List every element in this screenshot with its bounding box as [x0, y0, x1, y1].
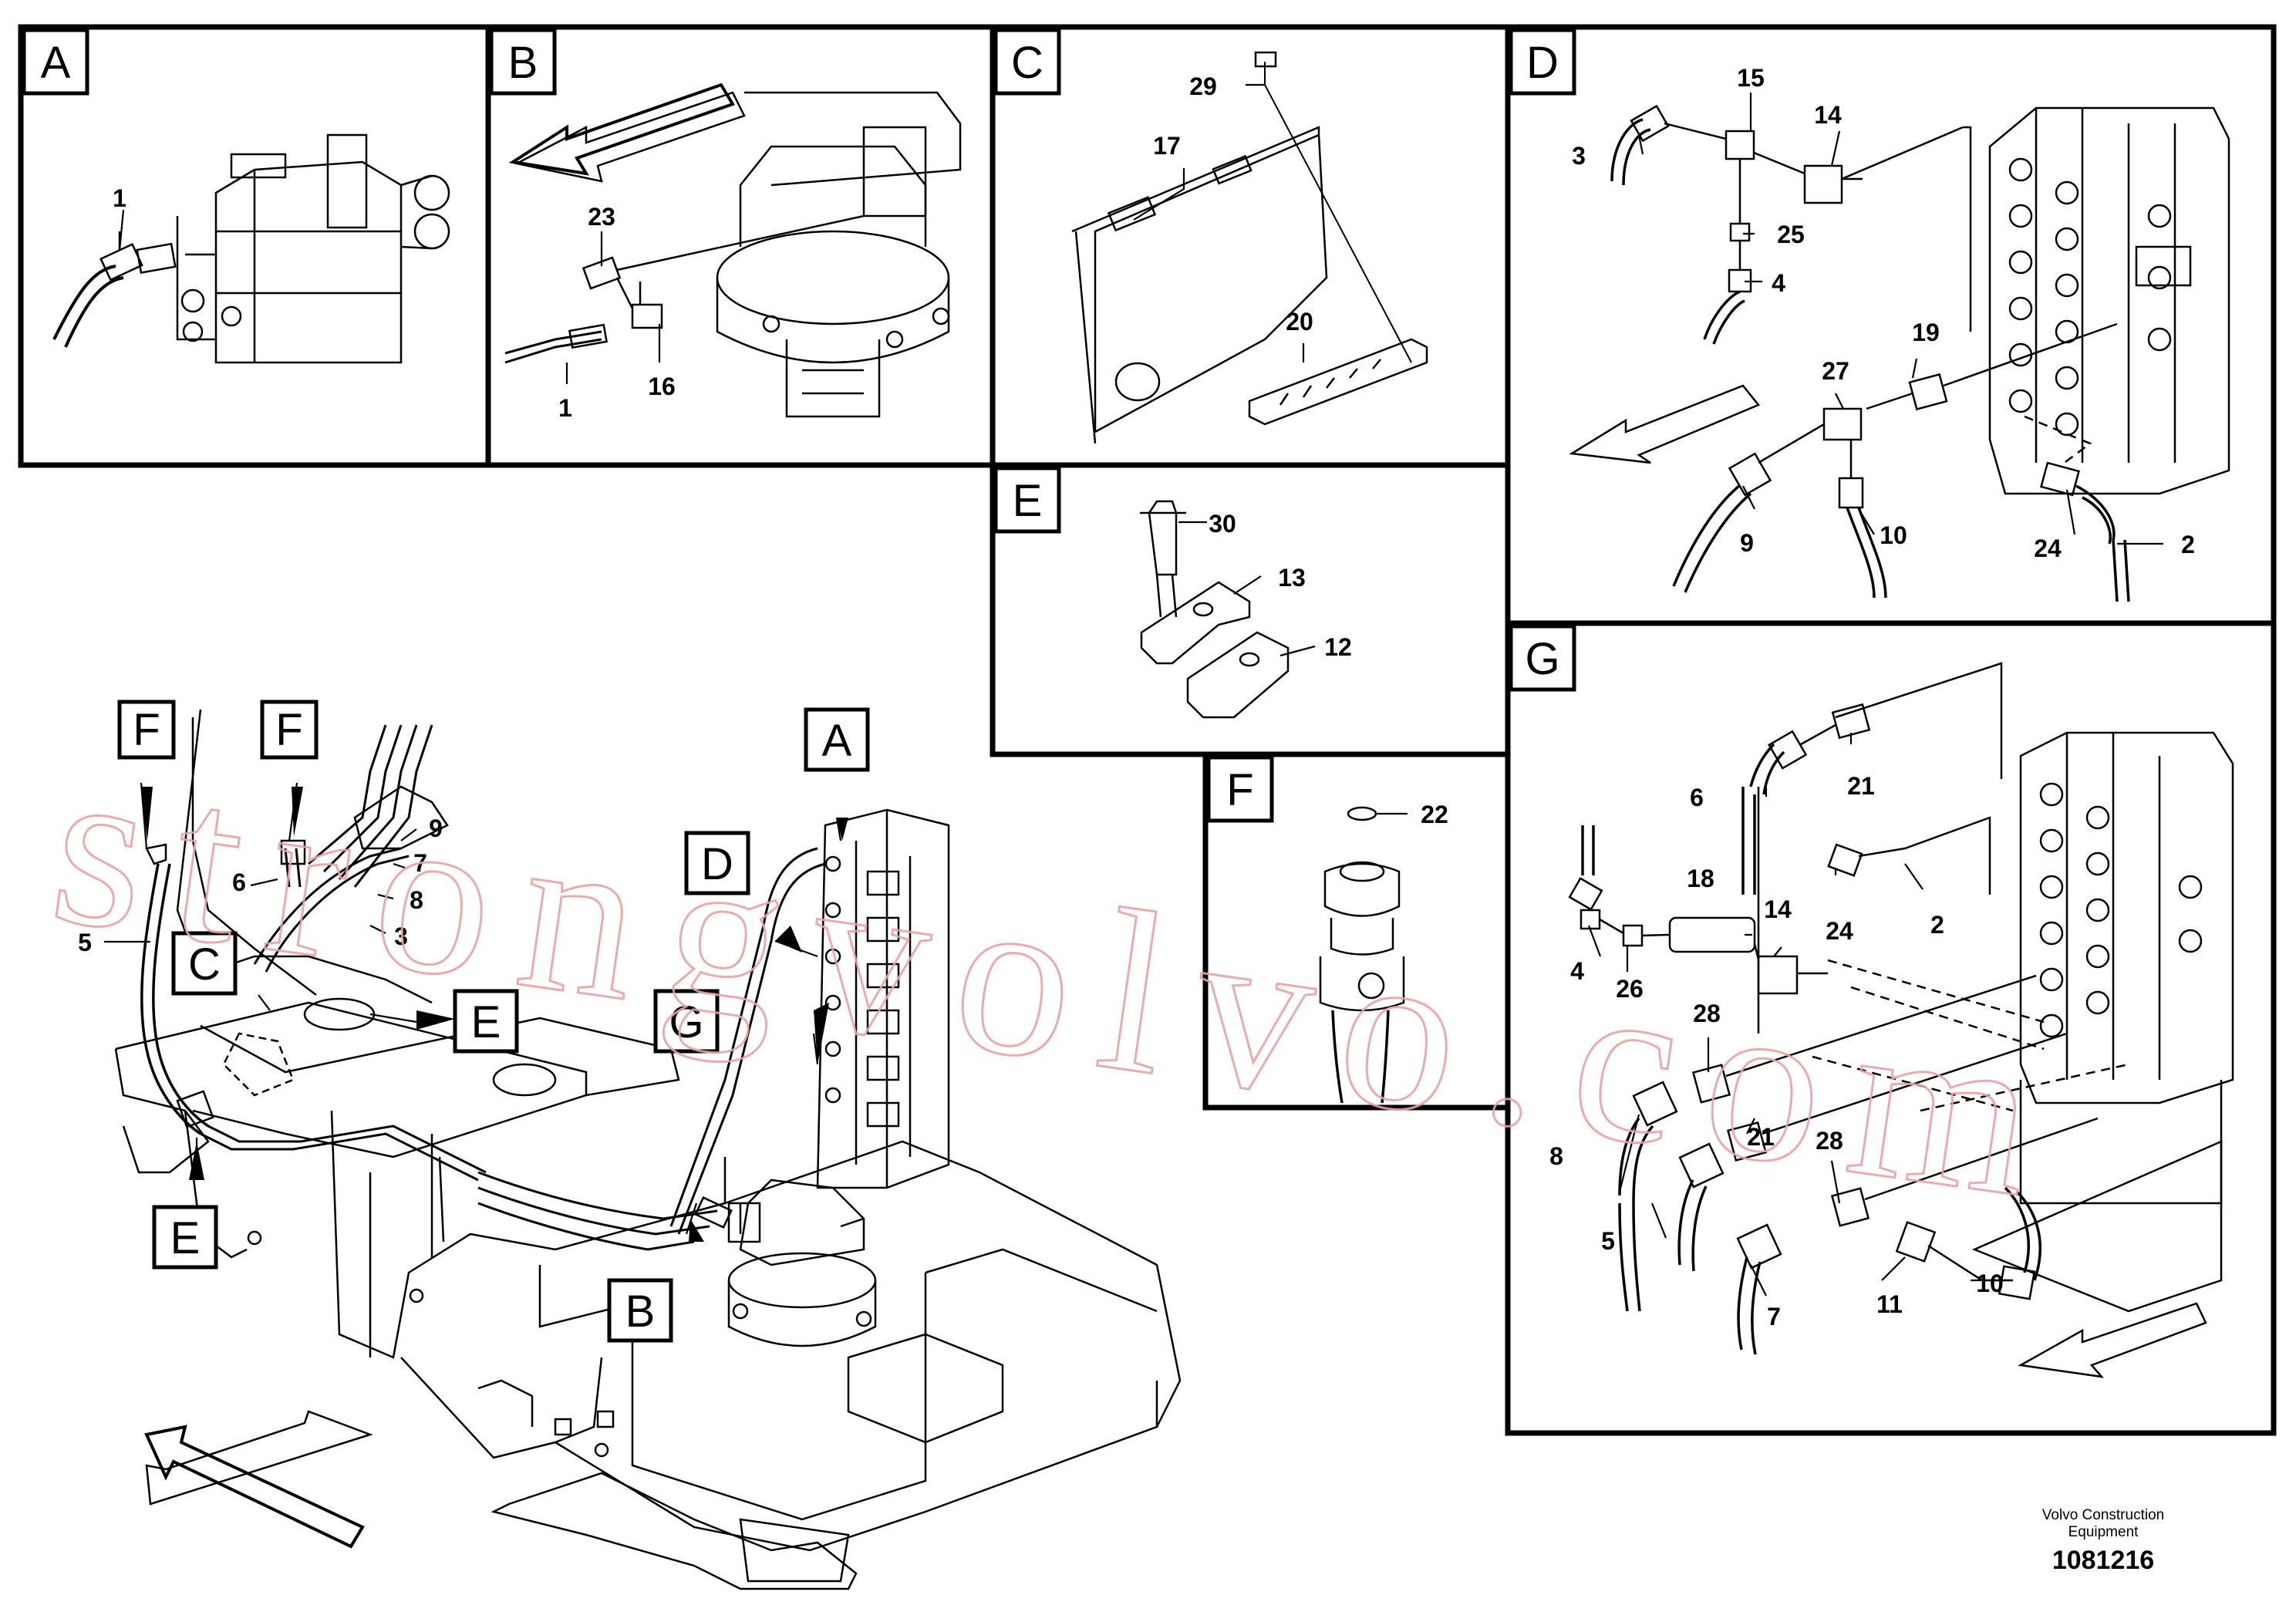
svg-text:A: A — [41, 38, 71, 88]
label-c-20: 20 — [1286, 308, 1313, 336]
main-callout-b: B — [607, 1278, 673, 1343]
svg-text:G: G — [669, 997, 703, 1047]
main-callout-e-right: E — [453, 989, 519, 1054]
drawing-number: 1081216 — [2052, 1546, 2155, 1575]
panel-b-motor-drawing — [504, 91, 962, 418]
svg-text:F: F — [133, 705, 160, 755]
label-d-27: 27 — [1822, 357, 1849, 385]
panel-a-letter: A — [22, 28, 89, 96]
company-name-line1: Volvo Construction — [2041, 1507, 2165, 1523]
label-g-5: 5 — [1601, 1227, 1615, 1255]
label-d-25: 25 — [1777, 221, 1805, 248]
panel-e-clamp-drawing — [1140, 500, 1290, 719]
panel-f-fitting-drawing — [1319, 806, 1405, 1104]
label-g-18: 18 — [1687, 865, 1714, 892]
label-c-17: 17 — [1153, 132, 1181, 160]
svg-text:G: G — [1525, 634, 1559, 684]
panel-b-direction-arrow — [508, 83, 735, 176]
company-name-line2: Equipment — [2068, 1524, 2139, 1540]
label-g-26: 26 — [1616, 975, 1644, 1003]
label-g-10: 10 — [1976, 1270, 2004, 1297]
svg-text:D: D — [701, 839, 733, 889]
svg-text:C: C — [188, 939, 221, 990]
label-b-16: 16 — [648, 373, 676, 400]
label-g-28-top: 28 — [1693, 1000, 1721, 1027]
main-direction-arrow — [144, 1425, 365, 1549]
label-g-7: 7 — [1767, 1303, 1781, 1330]
label-e-30: 30 — [1209, 510, 1236, 538]
label-main-3: 3 — [394, 922, 408, 950]
main-callout-f-left: F — [117, 700, 176, 760]
panel-g-frame — [1505, 620, 2277, 1436]
panel-c-frame — [990, 24, 1511, 468]
main-machine-drawing — [114, 709, 1182, 1590]
main-callout-d: D — [684, 831, 750, 895]
svg-text:E: E — [1013, 476, 1043, 526]
panel-a-valve-drawing — [52, 133, 450, 364]
label-a-1: 1 — [113, 184, 126, 212]
label-main-7: 7 — [413, 849, 427, 877]
label-b-1: 1 — [558, 394, 572, 422]
main-callout-g: G — [653, 989, 720, 1054]
panel-b-letter: B — [489, 28, 557, 96]
panel-f-letter: F — [1206, 755, 1274, 823]
panel-g-valve-drawing — [1568, 662, 2234, 1378]
label-g-21-mid: 21 — [1747, 1123, 1775, 1151]
main-callout-c: C — [171, 931, 238, 996]
label-d-15: 15 — [1737, 64, 1765, 92]
svg-text:C: C — [1011, 38, 1043, 88]
label-e-12: 12 — [1324, 633, 1352, 661]
label-g-2: 2 — [1930, 911, 1944, 939]
label-main-5: 5 — [78, 929, 92, 956]
panel-g-letter: G — [1509, 624, 1576, 692]
panel-d-valve-drawing — [1569, 104, 2230, 602]
label-c-29: 29 — [1189, 73, 1217, 100]
svg-text:A: A — [822, 716, 852, 766]
label-main-6: 6 — [232, 868, 246, 896]
svg-text:B: B — [625, 1286, 656, 1337]
label-g-24: 24 — [1826, 917, 1853, 945]
label-g-6: 6 — [1690, 784, 1704, 811]
label-g-14: 14 — [1764, 895, 1792, 923]
label-g-8: 8 — [1549, 1142, 1563, 1170]
panel-d-letter: D — [1509, 28, 1576, 96]
main-callout-a: A — [804, 707, 870, 772]
svg-text:E: E — [471, 997, 501, 1047]
svg-text:F: F — [1226, 765, 1253, 815]
panel-e-letter: E — [993, 466, 1061, 534]
label-main-9: 9 — [429, 814, 443, 842]
label-d-10: 10 — [1880, 521, 1907, 549]
svg-text:D: D — [1526, 38, 1559, 88]
svg-text:E: E — [170, 1213, 201, 1263]
svg-text:F: F — [275, 705, 302, 755]
label-d-14: 14 — [1814, 101, 1842, 129]
label-d-24: 24 — [2034, 534, 2062, 562]
main-callout-e-left: E — [152, 1205, 218, 1270]
main-callout-f-right: F — [260, 700, 319, 760]
label-g-11: 11 — [1876, 1290, 1903, 1318]
label-g-21-top: 21 — [1847, 772, 1875, 800]
panel-c-letter: C — [993, 28, 1061, 96]
label-f-22: 22 — [1421, 801, 1448, 828]
label-d-2: 2 — [2181, 531, 2195, 558]
panel-c-bracket-drawing — [1071, 51, 1428, 444]
label-e-13: 13 — [1278, 564, 1306, 592]
svg-text:B: B — [508, 38, 538, 88]
label-g-28-mid: 28 — [1816, 1127, 1843, 1155]
drawing-footer: Volvo Construction Equipment 1081216 — [1980, 1507, 2227, 1576]
label-b-23: 23 — [588, 203, 615, 231]
label-d-19: 19 — [1912, 319, 1940, 346]
label-g-4: 4 — [1570, 957, 1584, 985]
label-d-4: 4 — [1772, 269, 1785, 297]
label-main-8: 8 — [410, 886, 423, 914]
label-d-9: 9 — [1740, 529, 1754, 557]
label-d-3: 3 — [1572, 142, 1586, 170]
